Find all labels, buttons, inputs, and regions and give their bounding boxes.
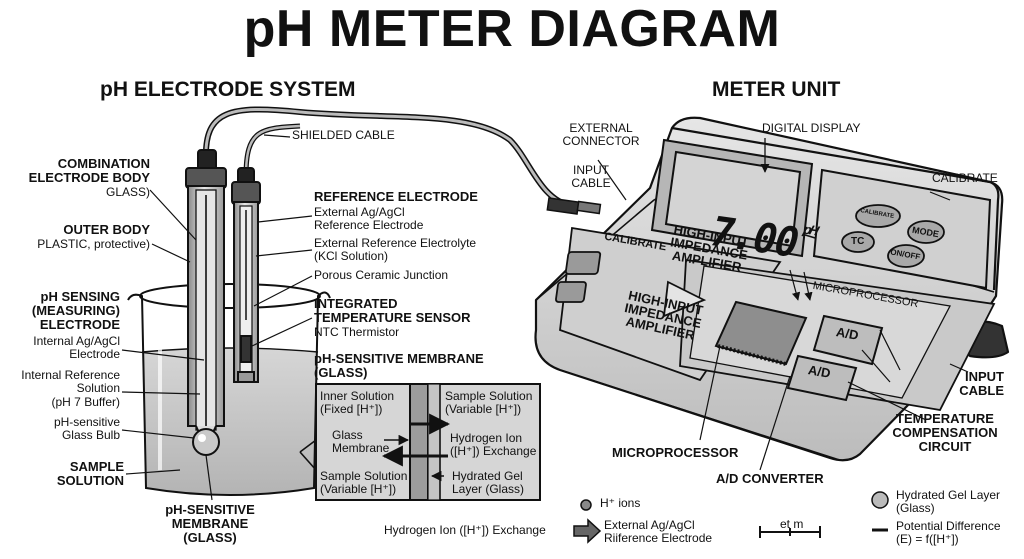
label-membrane-bottom: pH-SENSITIVE MEMBRANE (GLASS) [165, 502, 255, 546]
label-sample-solution-right: Sample Solution (Variable [H⁺]) [445, 389, 533, 417]
label-hydrogen-ion: Hydrogen Ion ([H⁺]) Exchange [450, 431, 537, 459]
label-exchange-caption: Hydrogen Ion ([H⁺]) Exchange [384, 523, 546, 537]
label-digital-display: DIGITAL DISPLAY [762, 121, 861, 135]
tc-button[interactable]: TC [851, 236, 865, 247]
microprocessor-chip [714, 269, 813, 366]
label-input-cable-right: INPUT CABLE [959, 369, 1004, 399]
label-inner-solution: Inner Solution (Fixed [H⁺]) [320, 389, 395, 417]
scale-bar [759, 526, 821, 538]
reference-electrode [231, 167, 261, 383]
page-title: pH METER DIAGRAM [243, 0, 781, 58]
device-buttons [841, 204, 945, 268]
label-outer-body-title: OUTER BODY [63, 222, 150, 237]
legend-symbols [573, 491, 889, 544]
section-electrode-system: pH ELECTRODE SYSTEM [100, 78, 356, 101]
label-temp-sensor: INTEGRATED TEMPERATURE SENSOR [314, 296, 471, 326]
input-cable-plug [546, 197, 602, 215]
label-ref-ext-ag: External Ag/AgCl Reference Electrode [314, 205, 424, 233]
legend-potential: Potential Difference (E) = f([H⁺]) [896, 519, 1001, 547]
legend-h-ions: H⁺ ions [600, 496, 641, 510]
legend-scale: et m [780, 517, 804, 531]
label-internal-ref: Internal Reference Solution (pH 7 Buffer… [21, 368, 120, 409]
label-reference-electrode: REFERENCE ELECTRODE [314, 189, 478, 204]
h-ion-symbol [580, 499, 592, 511]
label-membrane-title: pH-SENSITIVE MEMBRANE (GLASS) [314, 351, 484, 381]
label-shielded-cable: SHIELDED CABLE [292, 128, 395, 142]
label-input-cable-top: INPUT CABLE [571, 163, 611, 191]
legend-gel-layer: Hydrated Gel Layer (Glass) [896, 488, 1001, 516]
button-panel [812, 168, 992, 290]
label-sensing-electrode: pH SENSING (MEASURING) ELECTRODE [31, 289, 120, 333]
label-ref-electrolyte: External Reference Electrolyte (KCl Solu… [314, 236, 477, 264]
ion-exchange-arrows [381, 413, 451, 482]
label-combination-body-title: COMBINATION ELECTRODE BODY [28, 156, 150, 186]
ad-converter-chips [786, 314, 884, 402]
label-glass-bulb: pH-sensitive Glass Bulb [53, 415, 120, 443]
ext-ref-arrow-symbol [573, 518, 602, 544]
legend-ext-ref: External Ag/AgCl Riiference Electrode [604, 518, 713, 546]
label-glass-membrane: Glass Membrane [332, 428, 390, 456]
amplifier-triangle [662, 280, 707, 318]
label-outer-body-sub: PLASTIC, protective) [37, 237, 150, 251]
label-calibrate-right: CALIBRATE [932, 171, 998, 185]
label-ref-junction: Porous Ceramic Junction [314, 268, 449, 282]
label-ad-converter: A/D CONVERTER [716, 471, 824, 486]
label-microprocessor-bottom: MICROPROCESSOR [612, 445, 739, 460]
combination-electrode [185, 149, 227, 456]
meter-leader-lines [597, 159, 969, 471]
shielded-cable [202, 106, 599, 213]
sample-solution-liquid [142, 348, 318, 494]
label-hydrated-gel: Hydrated Gel Layer (Glass) [452, 469, 525, 497]
beaker [127, 283, 331, 496]
label-temp-sensor-sub: NTC Thermistor [314, 325, 400, 339]
label-combination-body-sub: GLASS) [105, 185, 150, 199]
label-sample-solution: SAMPLE SOLUTION [56, 459, 124, 489]
leader-lines-left [121, 134, 313, 501]
label-sample-solution-left: Sample Solution (Variable [H⁺]) [320, 469, 408, 497]
gel-layer-symbol [871, 491, 889, 509]
membrane-detail-box [299, 383, 541, 501]
label-external-connector: EXTERNAL CONNECTOR [562, 121, 640, 149]
label-internal-ag: Internal Ag/AgCl Electrode [33, 334, 120, 362]
section-meter-unit: METER UNIT [712, 78, 841, 101]
display-panel [650, 138, 814, 258]
label-temp-compensation: TEMPERATURE COMPENSATION CIRCUIT [892, 411, 998, 455]
